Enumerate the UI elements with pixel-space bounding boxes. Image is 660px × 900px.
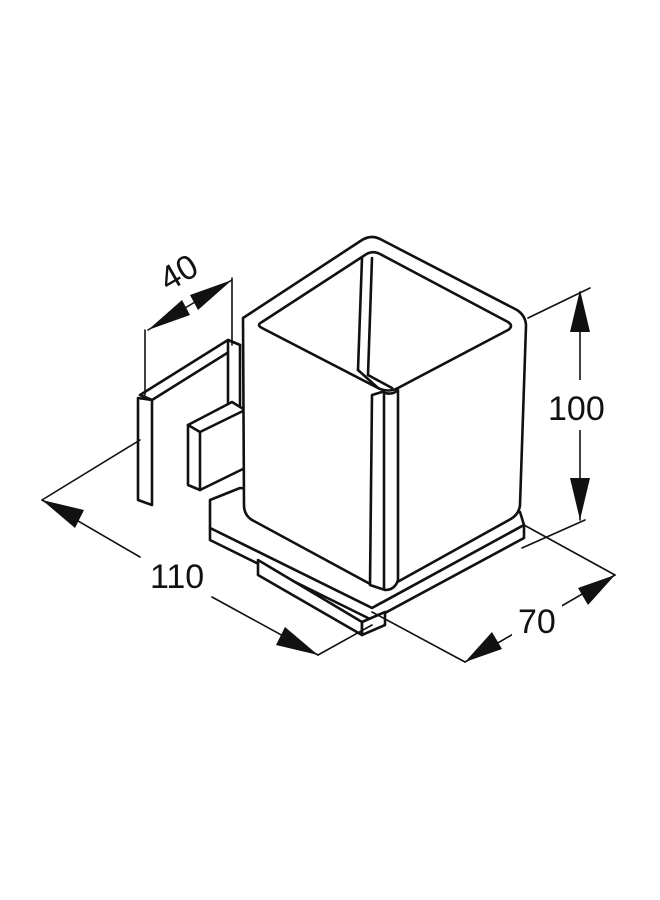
dim-100-arrow-bottom: [570, 478, 590, 520]
dimension-label-100: 100: [548, 390, 605, 428]
dimension-100: 100: [521, 287, 612, 549]
dim-40-arrow-left: [148, 300, 190, 330]
dimension-110: 110: [41, 439, 373, 656]
dim-70-arrow-right: [578, 575, 615, 605]
dimension-label-70: 70: [518, 603, 556, 641]
glass-cup: [241, 235, 528, 592]
dimension-label-40: 40: [153, 247, 205, 299]
wall-mount: [136, 338, 247, 507]
dimension-label-110: 110: [150, 558, 204, 596]
dim-100-arrow-top: [570, 290, 590, 332]
dim-110-arrow-left: [42, 500, 84, 528]
dim-110-arrow-right: [276, 627, 318, 655]
dim-40-arrow-right: [190, 280, 232, 310]
dim-70-arrow-left: [465, 632, 502, 662]
dimension-70: 70: [371, 524, 616, 663]
